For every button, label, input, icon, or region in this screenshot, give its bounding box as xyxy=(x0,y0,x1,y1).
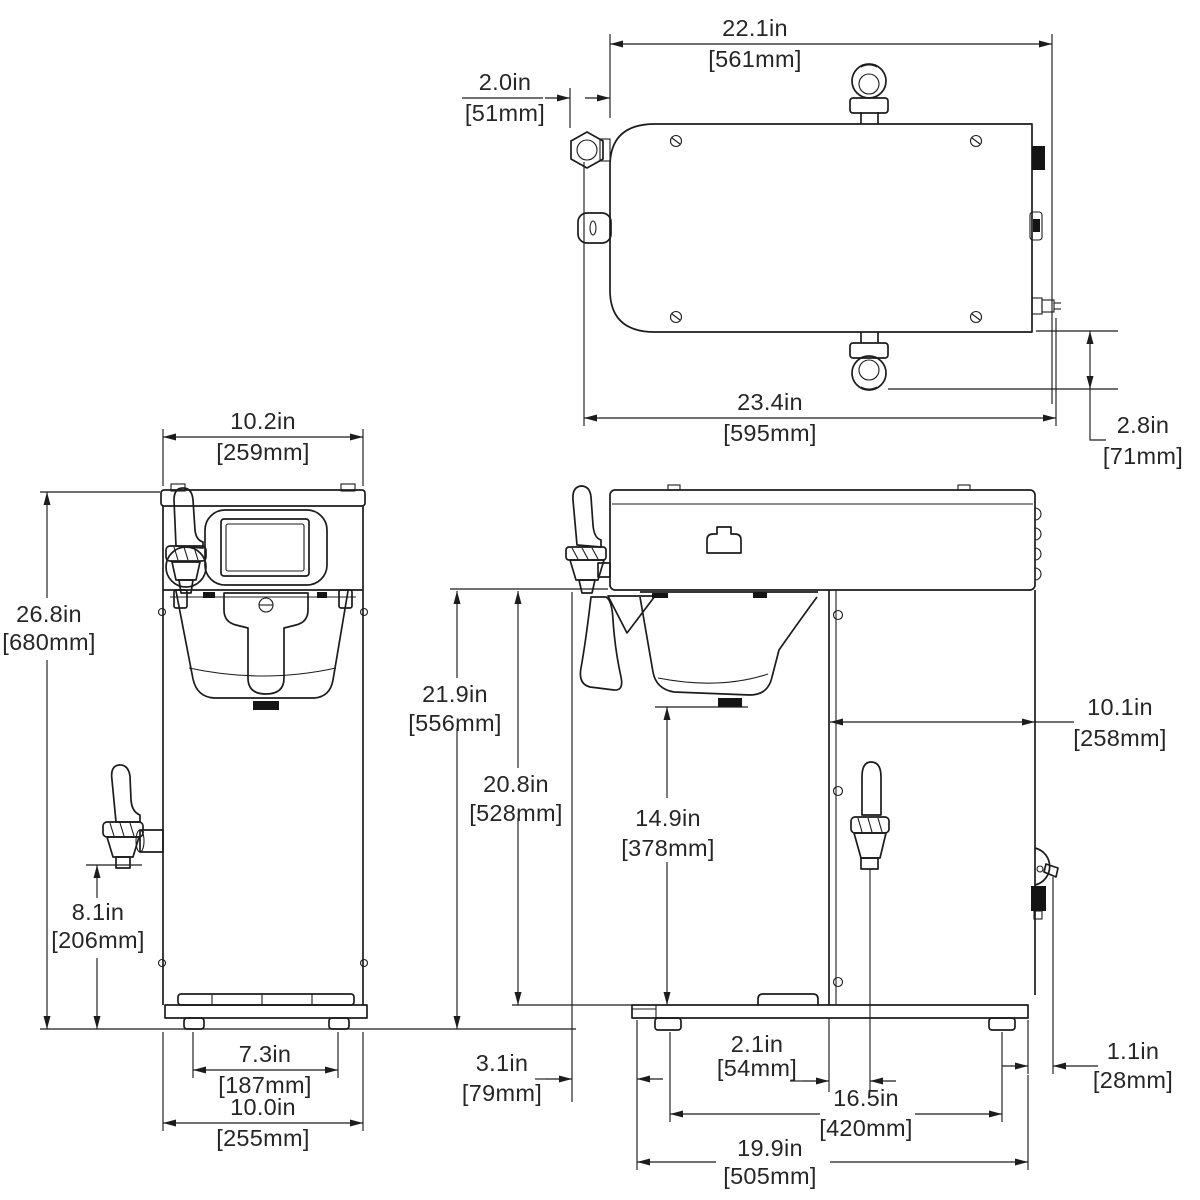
dim-feet-span-in: 7.3in xyxy=(239,1041,291,1067)
dim-front-width-in: 10.2in xyxy=(230,408,296,434)
dim-rear-clearance-mm: [71mm] xyxy=(1103,443,1183,469)
dim-feet-depth-in: 16.5in xyxy=(833,1085,899,1111)
brew-funnel-side xyxy=(579,591,818,708)
dim-faucet-setback-in: 2.1in xyxy=(731,1031,783,1057)
dim-front-overhang: 3.1in [79mm] xyxy=(462,1020,663,1170)
dim-top-width-mm: [561mm] xyxy=(708,46,802,72)
drip-tray-front xyxy=(164,993,368,1030)
dim-faucet-height-in: 8.1in xyxy=(72,899,124,925)
side-top-body xyxy=(609,489,1036,591)
dim-top-depth: 23.4in [595mm] xyxy=(583,162,1057,446)
brew-funnel-front xyxy=(175,590,349,710)
side-view: 21.9in [556mm] 20.8in [528mm] 14.9in [37… xyxy=(408,484,1173,1189)
dispense-faucet-icon xyxy=(102,764,164,869)
dim-base-clearance-in: 20.8in xyxy=(483,771,549,797)
dim-rear-overhang-mm: [28mm] xyxy=(1093,1067,1173,1093)
dim-top-width-in: 22.1in xyxy=(722,15,788,41)
dim-front-width: 10.2in [259mm] xyxy=(162,408,364,486)
dim-feet-depth-mm: [420mm] xyxy=(819,1115,913,1141)
top-view: 22.1in [561mm] 2.0in [51mm] 23.4in [595m… xyxy=(462,15,1183,469)
dim-front-width-mm: [259mm] xyxy=(216,439,310,465)
rear-fitting-icon xyxy=(1031,297,1061,315)
funnel-spout-side-icon xyxy=(718,698,742,707)
front-view: 10.2in [259mm] 26.8in [680mm] 8.1in [206… xyxy=(2,408,576,1151)
dim-funnel-clearance-mm: [378mm] xyxy=(621,835,715,861)
inlet-fitting-bottom-icon xyxy=(849,332,889,391)
dim-faucet-height: 8.1in [206mm] xyxy=(51,865,145,1029)
dim-feet-span-mm: [187mm] xyxy=(218,1072,312,1098)
dim-counter-clearance: 21.9in [556mm] xyxy=(408,591,502,1029)
hot-water-faucet-icon xyxy=(165,487,207,594)
mounting-tab-icon xyxy=(577,212,612,244)
dim-top-depth-in: 23.4in xyxy=(737,389,803,415)
dim-base-clearance: 20.8in [528mm] xyxy=(469,591,563,1005)
dim-base-clearance-mm: [528mm] xyxy=(469,800,563,826)
dim-side-inset: 2.0in [51mm] xyxy=(462,69,610,128)
front-top-cap xyxy=(160,489,366,507)
funnel-spout-icon xyxy=(253,701,279,710)
dim-faucet-setback: 2.1in [54mm] xyxy=(717,1018,896,1092)
dim-rear-clearance-in: 2.8in xyxy=(1117,412,1169,438)
dim-funnel-clearance-in: 14.9in xyxy=(635,805,701,831)
side-fitting-icon xyxy=(570,131,611,169)
dim-counter-clearance-in: 21.9in xyxy=(422,681,488,707)
dim-front-overhang-in: 3.1in xyxy=(476,1050,528,1076)
top-view-body-outline xyxy=(609,123,1033,333)
dim-base-depth: 19.9in [505mm] xyxy=(637,1075,1029,1189)
dim-rear-clearance: 2.8in [71mm] xyxy=(888,330,1183,469)
dim-rear-overhang-in: 1.1in xyxy=(1107,1038,1159,1064)
base-side xyxy=(631,993,1029,1031)
dim-top-depth-mm: [595mm] xyxy=(723,420,817,446)
screw-icon xyxy=(669,134,983,324)
dim-overall-height-mm: [680mm] xyxy=(2,629,96,655)
dim-base-width-in: 10.0in xyxy=(230,1094,296,1120)
dim-base-depth-mm: [505mm] xyxy=(723,1163,817,1189)
dim-base-width-mm: [255mm] xyxy=(216,1125,310,1151)
dim-rear-overhang: 1.1in [28mm] xyxy=(1002,877,1173,1093)
dim-funnel-clearance: 14.9in [378mm] xyxy=(621,707,715,1005)
hot-water-faucet-profile-icon xyxy=(565,485,611,594)
dim-faucet-height-mm: [206mm] xyxy=(51,927,145,953)
power-switch-icon xyxy=(1032,146,1045,170)
inlet-fitting-top-icon xyxy=(849,63,889,124)
rear-latch-icon xyxy=(1029,211,1043,241)
column-faucet-icon xyxy=(850,761,890,1090)
dim-front-overhang-mm: [79mm] xyxy=(462,1080,542,1106)
dim-rear-depth-mm: [258mm] xyxy=(1073,725,1167,751)
dim-feet-depth: 16.5in [420mm] xyxy=(669,1032,1003,1141)
dim-rear-depth: 10.1in [258mm] xyxy=(830,694,1167,751)
dim-feet-span: 7.3in [187mm] xyxy=(192,1032,339,1098)
lid-latch-icon xyxy=(706,526,742,554)
dim-top-width: 22.1in [561mm] xyxy=(609,15,1053,404)
touchscreen-display xyxy=(204,509,328,586)
dim-rear-depth-in: 10.1in xyxy=(1087,694,1153,720)
dim-side-inset-mm: [51mm] xyxy=(465,100,545,126)
dim-base-depth-in: 19.9in xyxy=(737,1135,803,1161)
dim-overall-height: 26.8in [680mm] xyxy=(2,491,576,1030)
rear-nozzle-icon xyxy=(1031,847,1059,920)
dim-counter-clearance-mm: [556mm] xyxy=(408,710,502,736)
dim-side-inset-in: 2.0in xyxy=(479,69,531,95)
dim-faucet-setback-mm: [54mm] xyxy=(717,1055,797,1081)
dim-overall-height-in: 26.8in xyxy=(16,601,82,627)
dim-base-width: 10.0in [255mm] xyxy=(162,1032,364,1151)
